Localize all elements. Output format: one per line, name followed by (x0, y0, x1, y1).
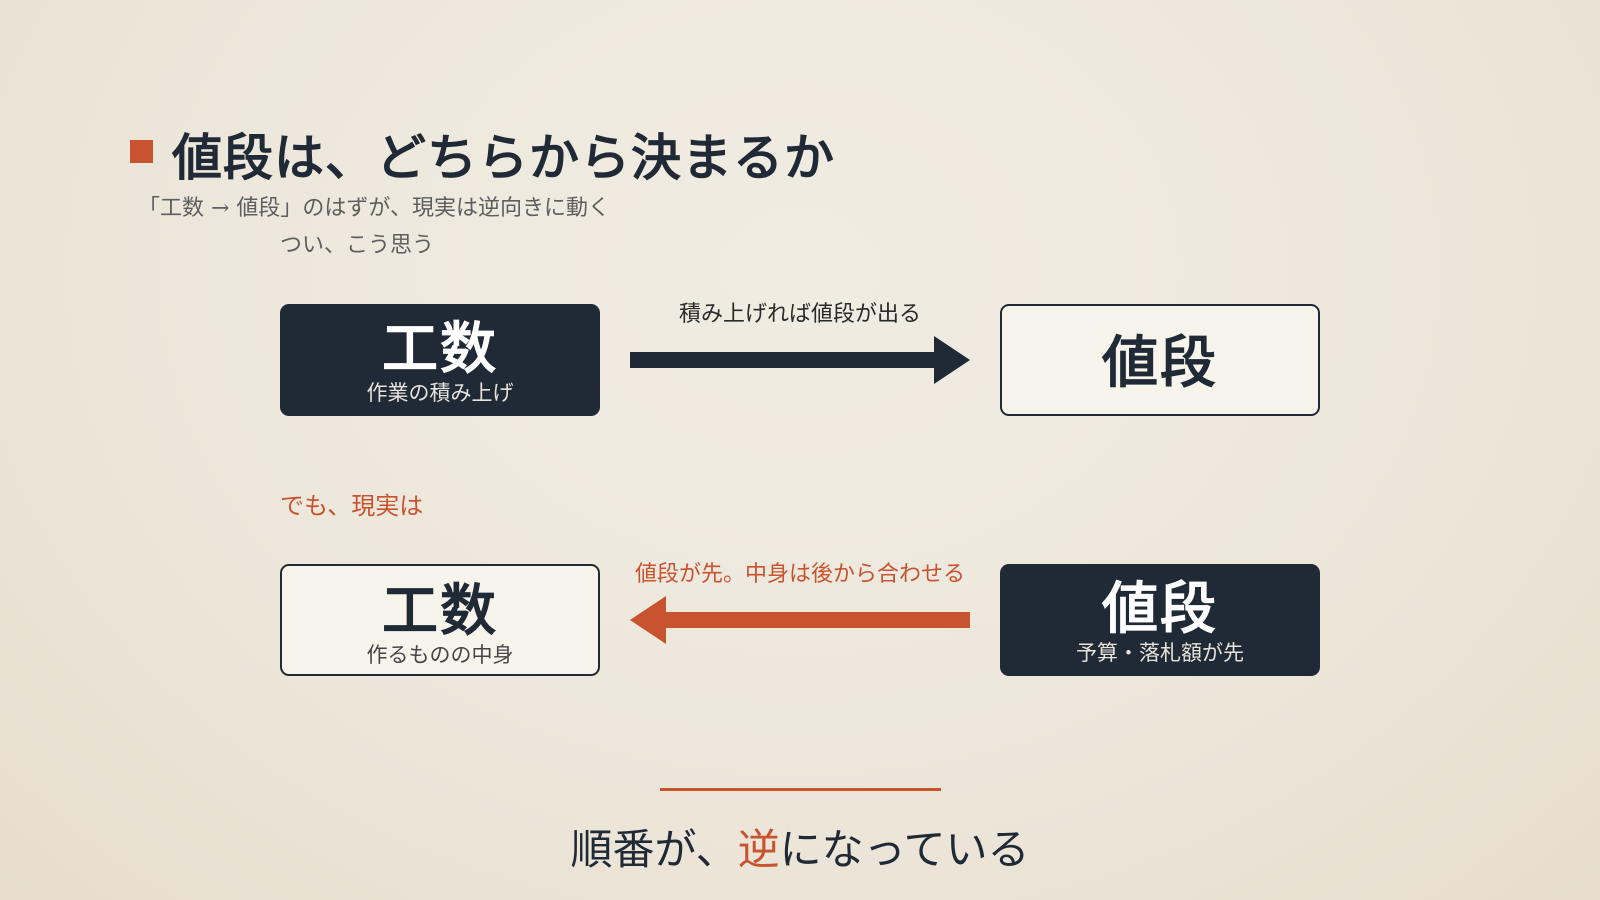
reality-arrow-shaft (664, 612, 970, 628)
reality-effort-box: 工数 作るものの中身 (280, 564, 600, 676)
conclusion-text: 順番が、逆になっている (400, 816, 1200, 877)
reality-effort-caption: 作るものの中身 (366, 643, 514, 667)
slide-title: 値段は、どちらから決まるか (172, 128, 835, 187)
reality-section-label: でも、現実は (280, 492, 424, 520)
ideal-effort-box: 工数 作業の積み上げ (280, 304, 600, 416)
conclusion-divider (660, 788, 941, 791)
reality-arrow-label: 値段が先。中身は後から合わせる (634, 562, 965, 587)
reality-effort-title: 工数 (382, 578, 498, 644)
ideal-price-title: 値段 (1102, 330, 1218, 396)
reality-price-box: 値段 予算・落札額が先 (1000, 564, 1320, 676)
ideal-arrow-shaft (630, 352, 936, 368)
ideal-arrow-head (934, 336, 970, 384)
reality-arrow-head (630, 596, 666, 644)
slide-subtitle: 「工数 → 値段」のはずが、現実は逆向きに動く (138, 196, 610, 221)
ideal-arrow-label: 積み上げれば値段が出る (678, 302, 921, 327)
reality-price-caption: 予算・落札額が先 (1076, 641, 1244, 665)
ideal-price-box: 値段 (1000, 304, 1320, 416)
ideal-section-label: つい、こう思う (280, 233, 435, 258)
conclusion-after: になっている (779, 825, 1030, 874)
ideal-effort-title: 工数 (382, 316, 498, 382)
conclusion-before: 順番が、 (570, 825, 738, 874)
title-marker (130, 140, 153, 163)
reality-price-title: 値段 (1102, 576, 1218, 642)
conclusion-accent: 逆 (737, 825, 780, 874)
ideal-effort-caption: 作業の積み上げ (366, 381, 514, 405)
